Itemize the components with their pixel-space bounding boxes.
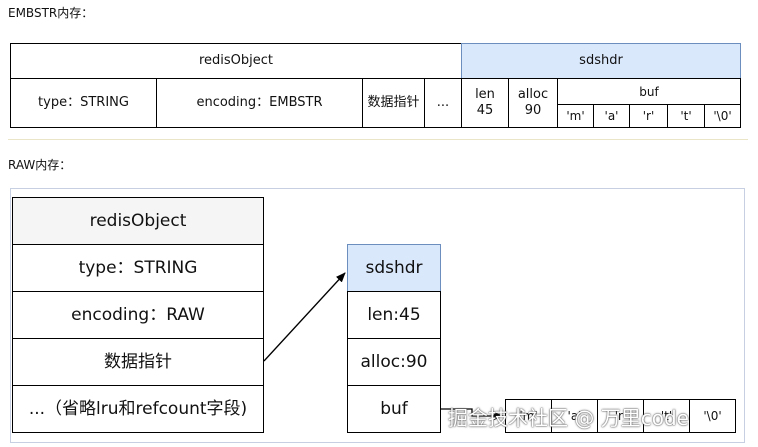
embstr-alloc-cell: alloc 90 xyxy=(508,78,558,128)
pointer-to-sdshdr-arrow xyxy=(263,272,346,362)
embstr-alloc-label: alloc xyxy=(517,87,549,102)
raw-buf-char: '\0' xyxy=(689,399,736,433)
embstr-buf-char: 'a' xyxy=(593,104,630,128)
embstr-len-value: 45 xyxy=(476,103,494,118)
embstr-len-label: len xyxy=(475,87,495,102)
raw-sdshdr-header: sdshdr xyxy=(347,244,441,292)
buf-to-chars-arrow xyxy=(441,408,504,420)
embstr-buf-char: 'm' xyxy=(557,104,594,128)
embstr-sdshdr-header: sdshdr xyxy=(461,43,741,79)
raw-omitted-fields-cell: ...（省略lru和refcount字段) xyxy=(12,385,264,433)
raw-buf-char: 'a' xyxy=(551,399,598,433)
raw-pointer-cell: 数据指针 xyxy=(12,338,264,386)
raw-buf-char: 't' xyxy=(643,399,690,433)
raw-section-title: RAW内存： xyxy=(8,158,72,172)
section-divider xyxy=(8,139,748,140)
embstr-type-cell: type：STRING xyxy=(10,78,157,128)
raw-buf-char: 'm' xyxy=(505,399,552,433)
raw-buf-char: 'r' xyxy=(597,399,644,433)
embstr-len-cell: len 45 xyxy=(461,78,509,128)
embstr-buf-char: '\0' xyxy=(704,104,741,128)
embstr-section-title: EMBSTR内存： xyxy=(8,6,94,20)
embstr-encoding-cell: encoding：EMBSTR xyxy=(156,78,363,128)
raw-redisobject-header: redisObject xyxy=(12,197,264,245)
embstr-pointer-cell: 数据指针 xyxy=(362,78,425,128)
embstr-diagram: redisObject sdshdr type：STRING encoding：… xyxy=(0,0,758,140)
raw-buf-cell: buf xyxy=(347,385,441,433)
watermark: 掘金技术社区 @ 万里code xyxy=(448,406,689,430)
raw-type-cell: type：STRING xyxy=(12,244,264,292)
embstr-ellipsis-cell: ... xyxy=(424,78,462,128)
embstr-alloc-value: 90 xyxy=(524,103,542,118)
